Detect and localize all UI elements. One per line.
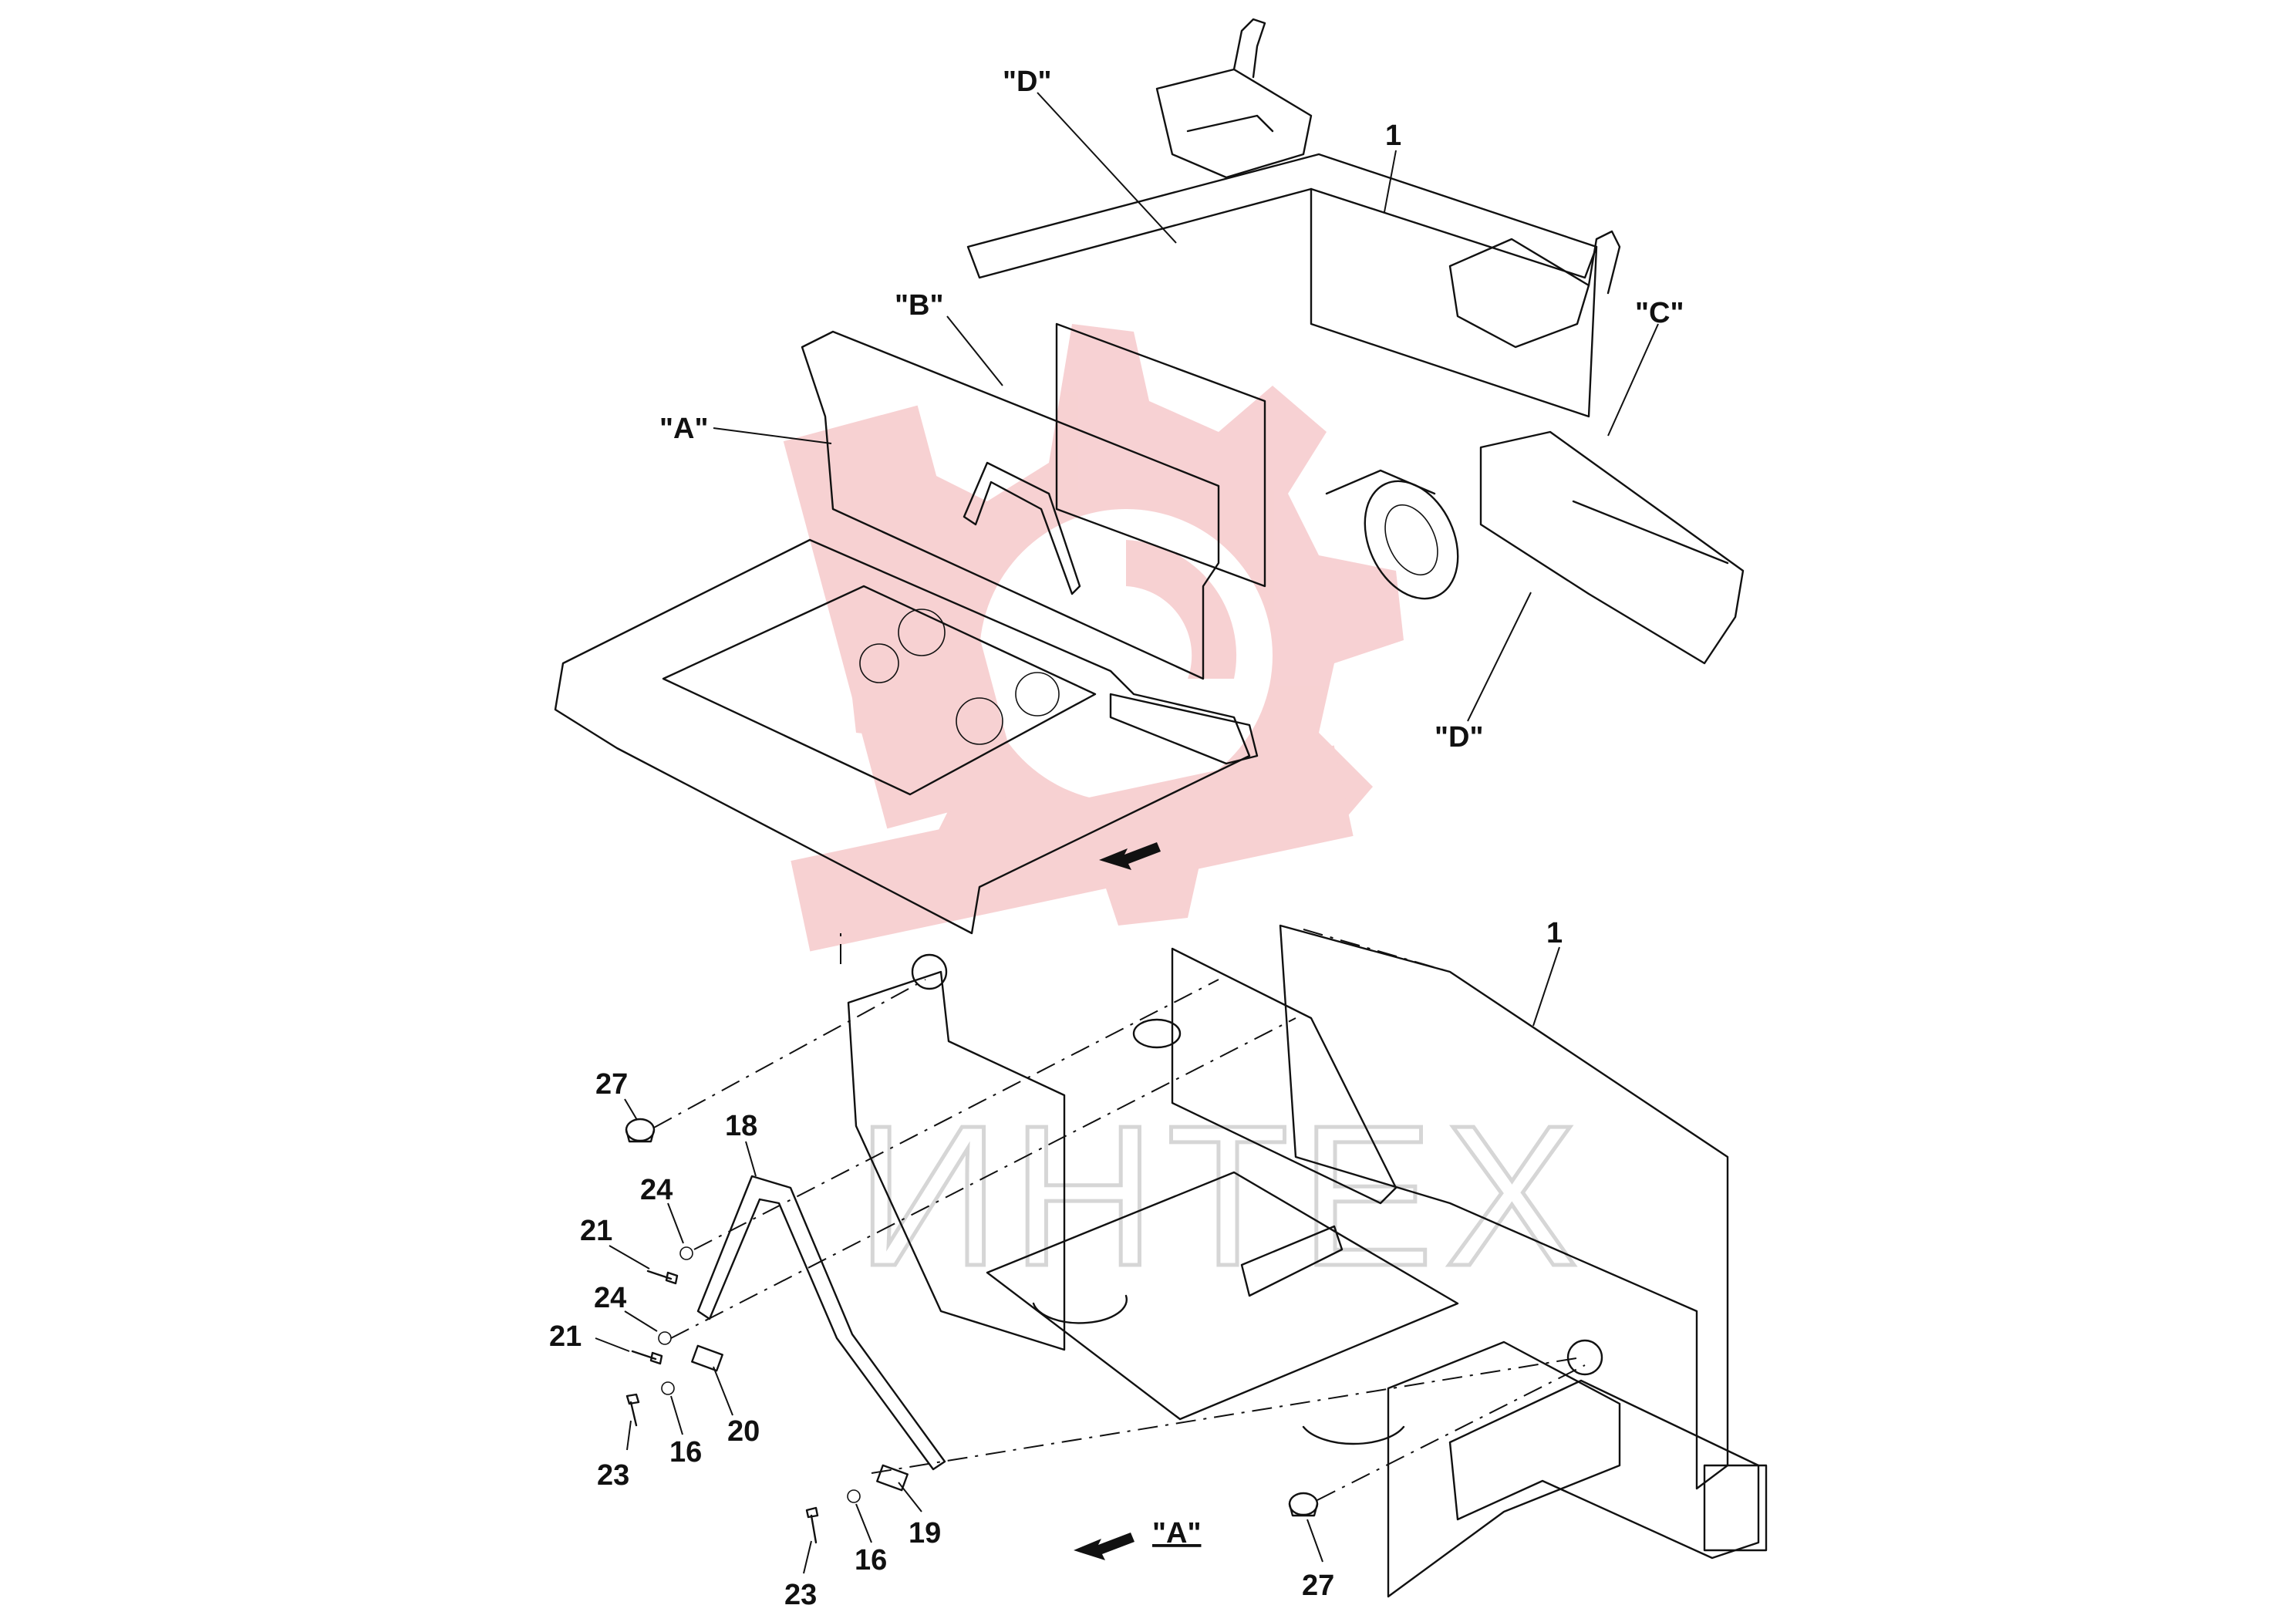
deck-hole-2: [859, 643, 899, 683]
deck-hole-1: [898, 609, 946, 656]
gear-lower-bar: [791, 745, 1354, 952]
callout-21-upper: 21: [580, 1215, 612, 1247]
bushing-27-left: [625, 1118, 656, 1143]
lower-frame-assembly: [847, 924, 1768, 1598]
lower-floor: [986, 1171, 1459, 1421]
clip-20: [691, 1344, 723, 1372]
handle-loop: [696, 1175, 946, 1471]
upper-handle: [963, 461, 1081, 595]
back-wall: [1310, 187, 1598, 418]
callout-16-bottom: 16: [855, 1544, 887, 1576]
leader-lines: [595, 92, 1659, 1574]
callout-20: 20: [727, 1415, 760, 1448]
callout-18: 18: [725, 1110, 757, 1142]
callout-27-right: 27: [1302, 1570, 1334, 1602]
lower-floor-cut-2: [1302, 1425, 1405, 1445]
washer-16-bottom: [847, 1489, 861, 1503]
callout-19: 19: [909, 1517, 941, 1549]
front-panel-a: [801, 330, 1220, 680]
bushing-27-right: [1288, 1492, 1319, 1517]
bolt-23-bottom: [805, 1506, 819, 1544]
callout-27-left: 27: [595, 1068, 628, 1101]
lower-right-arm: [1448, 1379, 1760, 1560]
lower-side-panel: [1171, 947, 1397, 1205]
right-tower: [1448, 238, 1590, 349]
pivot-boss-right: [1566, 1339, 1603, 1376]
callout-23-left: 23: [597, 1459, 629, 1492]
clip-19: [876, 1464, 909, 1492]
top-rail: [966, 153, 1598, 279]
gear-left-bar: [783, 405, 1022, 829]
extension-tube: [1572, 500, 1729, 565]
lower-table-frame: [554, 538, 1251, 935]
callout-23-bottom: 23: [784, 1579, 817, 1611]
callout-24-lower: 24: [594, 1282, 626, 1314]
small-parts: [625, 1118, 1319, 1544]
washer-24-lower: [658, 1331, 672, 1345]
watermark-text: ИНТЕХ: [856, 1084, 1589, 1308]
bolt-21-upper: [646, 1270, 679, 1285]
left-tower: [1155, 68, 1313, 179]
callout-c: "C": [1635, 297, 1684, 329]
cylinder-bore: [1384, 504, 1438, 576]
center-panel: [1055, 322, 1266, 588]
callout-1-top: 1: [1385, 120, 1401, 152]
view-a-label: "A": [1152, 1517, 1201, 1549]
callout-16-left: 16: [669, 1436, 702, 1469]
cylinder-housing: [1364, 480, 1459, 600]
deck-hole-4: [1015, 672, 1060, 717]
gear-swirl: [1126, 540, 1237, 679]
bolt-23-left: [625, 1393, 640, 1427]
callout-1-mid: 1: [1546, 917, 1563, 949]
right-tower-hook: [1587, 230, 1621, 295]
washer-24-upper: [679, 1246, 693, 1260]
callout-d-right: "D": [1435, 721, 1483, 754]
upper-frame-assembly: [554, 18, 1745, 935]
watermark-gear-logo: [783, 324, 1404, 952]
arrow-southwest-icon: [1074, 1533, 1135, 1560]
handle-18: [696, 1175, 946, 1471]
callout-b: "B": [895, 289, 943, 322]
callout-a: "A": [659, 413, 708, 445]
arm-end-plate: [1703, 1464, 1768, 1552]
mount-pad: [1132, 1018, 1182, 1049]
deck-hole-3: [956, 697, 1003, 745]
right-extension: [1479, 430, 1745, 665]
bolt-21-lower: [631, 1350, 663, 1365]
lower-main-panel: [1279, 924, 1729, 1490]
bracket-arm: [1109, 693, 1259, 765]
lower-right-plate: [1387, 1340, 1621, 1598]
callout-labels: "D" 1 "B" "C" "A" "D" 1 27 18 24 21 24 2…: [549, 66, 1684, 1611]
callout-24-upper: 24: [640, 1174, 673, 1206]
cylinder-body: [1325, 469, 1436, 495]
lower-beam: [1240, 1225, 1344, 1297]
arrow-southwest-icon: [1099, 842, 1161, 870]
lower-floor-cut-1: [1032, 1294, 1128, 1324]
left-tower-hook: [1232, 18, 1266, 79]
callout-21-lower: 21: [549, 1320, 582, 1353]
washer-16-left: [661, 1381, 675, 1395]
lower-table-deck: [662, 585, 1097, 796]
assembly-center-lines: [653, 926, 1586, 1501]
pivot-boss-left: [911, 953, 948, 990]
callout-d-top: "D": [1003, 66, 1051, 98]
